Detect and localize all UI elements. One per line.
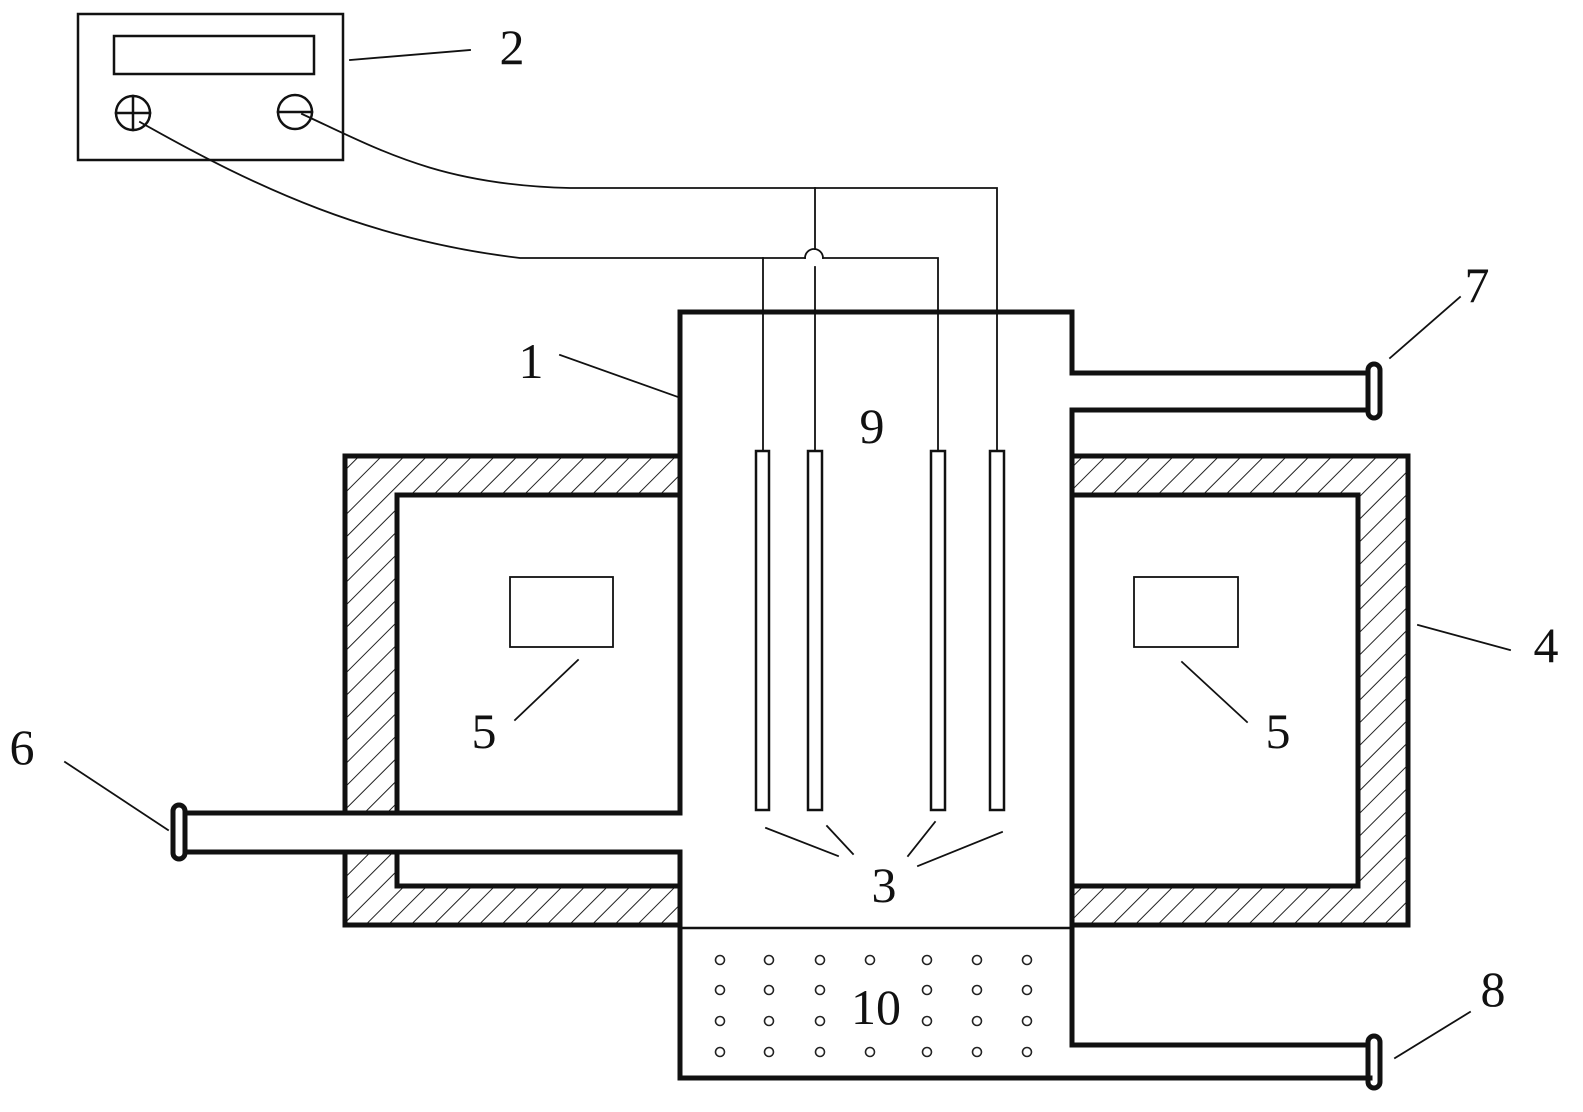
catalyst-particle bbox=[714, 1046, 726, 1058]
catalyst-particle bbox=[971, 954, 983, 966]
outlet-pipe-bottom-right bbox=[1069, 1033, 1383, 1091]
label-1: 1 bbox=[519, 333, 544, 389]
catalyst-particle bbox=[763, 984, 775, 996]
catalyst-particle bbox=[864, 1046, 876, 1058]
leader-lines bbox=[63, 49, 1512, 1060]
label-2: 2 bbox=[500, 19, 525, 75]
catalyst-particle bbox=[714, 984, 726, 996]
wiring bbox=[138, 112, 998, 452]
label-3: 3 bbox=[872, 857, 897, 913]
heater-right bbox=[1133, 576, 1239, 648]
catalyst-particle bbox=[864, 954, 876, 966]
label-5-left: 5 bbox=[472, 703, 497, 759]
catalyst-particle bbox=[763, 954, 775, 966]
catalyst-particle bbox=[814, 954, 826, 966]
inlet-pipe-left bbox=[170, 802, 683, 862]
power-supply-display bbox=[112, 34, 316, 76]
reactor-vessel bbox=[677, 309, 1373, 1081]
plus-circle-icon bbox=[114, 94, 152, 132]
label-4: 4 bbox=[1534, 617, 1559, 673]
label-8: 8 bbox=[1481, 961, 1506, 1017]
catalyst-particle bbox=[1021, 954, 1033, 966]
outlet-pipe-top-right bbox=[1069, 361, 1383, 421]
label-6: 6 bbox=[10, 719, 35, 775]
catalyst-bed bbox=[714, 954, 1033, 1058]
catalyst-particle bbox=[1021, 984, 1033, 996]
power-supply bbox=[76, 12, 345, 162]
catalyst-particle bbox=[714, 1015, 726, 1027]
label-5-right: 5 bbox=[1266, 703, 1291, 759]
label-10: 10 bbox=[851, 979, 901, 1035]
catalyst-particle bbox=[921, 1046, 933, 1058]
catalyst-particle bbox=[1021, 1015, 1033, 1027]
catalyst-particle bbox=[1021, 1046, 1033, 1058]
catalyst-particle bbox=[814, 1046, 826, 1058]
heater-left bbox=[509, 576, 614, 648]
catalyst-particle bbox=[921, 954, 933, 966]
label-7: 7 bbox=[1465, 257, 1490, 313]
catalyst-particle bbox=[814, 1015, 826, 1027]
catalyst-particle bbox=[921, 1015, 933, 1027]
catalyst-particle bbox=[763, 1015, 775, 1027]
label-9: 9 bbox=[860, 398, 885, 454]
catalyst-particle bbox=[971, 1046, 983, 1058]
catalyst-particle bbox=[763, 1046, 775, 1058]
catalyst-particle bbox=[971, 984, 983, 996]
catalyst-particle bbox=[814, 984, 826, 996]
catalyst-particle bbox=[921, 984, 933, 996]
minus-circle-icon bbox=[276, 93, 314, 131]
catalyst-particle bbox=[714, 954, 726, 966]
catalyst-particle bbox=[971, 1015, 983, 1027]
